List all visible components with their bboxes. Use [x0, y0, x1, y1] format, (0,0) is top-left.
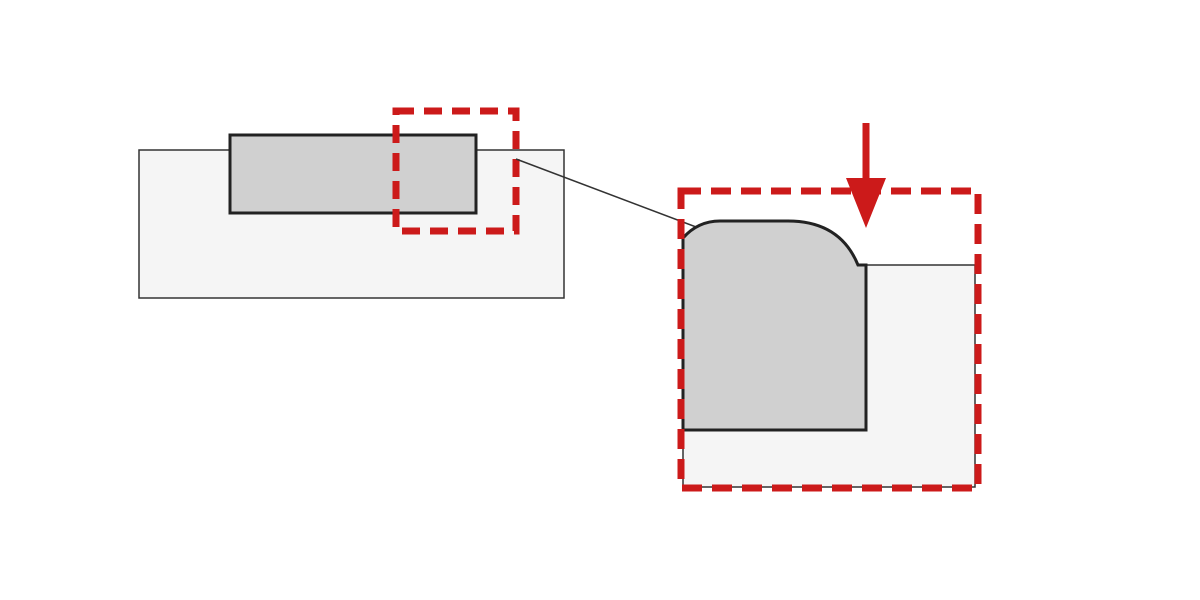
overview-assembly [138, 107, 565, 299]
arrow-head [846, 178, 886, 228]
overview-highlight-box [392, 107, 520, 235]
overview-part [228, 133, 478, 215]
detail-view [677, 187, 982, 492]
detail-part-rounded-corner [681, 219, 868, 432]
down-arrow-icon [846, 123, 886, 228]
detail-highlight-box [677, 187, 982, 492]
